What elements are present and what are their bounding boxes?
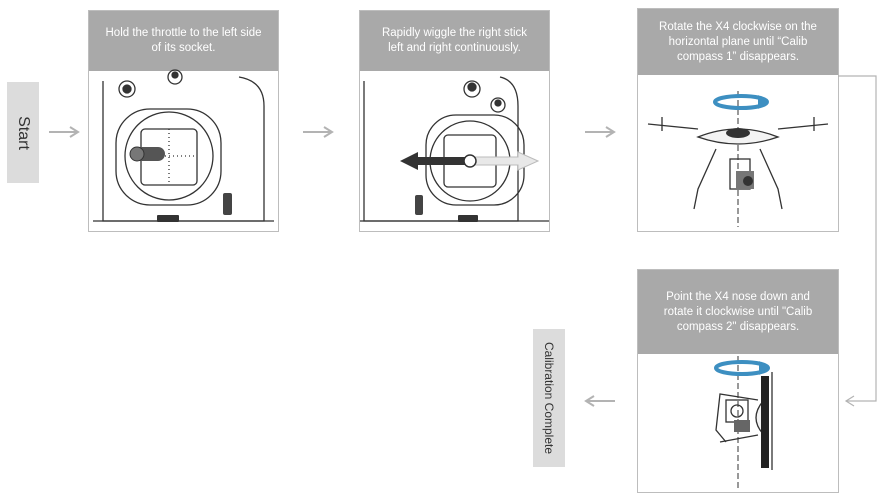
start-label: Start — [7, 82, 39, 183]
step-1-caption: Hold the throttle to the left side of it… — [89, 11, 278, 71]
step-3-drone — [647, 91, 829, 227]
rotation-arrow-icon — [713, 94, 769, 110]
step-3-caption: Rotate the X4 clockwise on the horizonta… — [638, 9, 838, 75]
step-2-remote-controller — [360, 76, 549, 222]
step-2-caption: Rapidly wiggle the right stick left and … — [360, 11, 549, 71]
complete-label-text: Calibration Complete — [542, 341, 556, 455]
step-4-caption: Point the X4 nose down and rotate it clo… — [638, 270, 838, 354]
step-4-panel: Point the X4 nose down and rotate it clo… — [637, 269, 839, 493]
step-2-panel: Rapidly wiggle the right stick left and … — [359, 10, 550, 232]
arrow-left-icon — [844, 395, 855, 407]
step-1-panel: Hold the throttle to the left side of it… — [88, 10, 279, 232]
step-4-drone — [714, 356, 773, 490]
complete-label: Calibration Complete — [533, 329, 565, 467]
step-1-remote-controller — [93, 69, 274, 222]
step-3-panel: Rotate the X4 clockwise on the horizonta… — [637, 8, 839, 232]
start-label-text: Start — [15, 115, 33, 150]
rotation-arrow-icon — [714, 360, 770, 376]
